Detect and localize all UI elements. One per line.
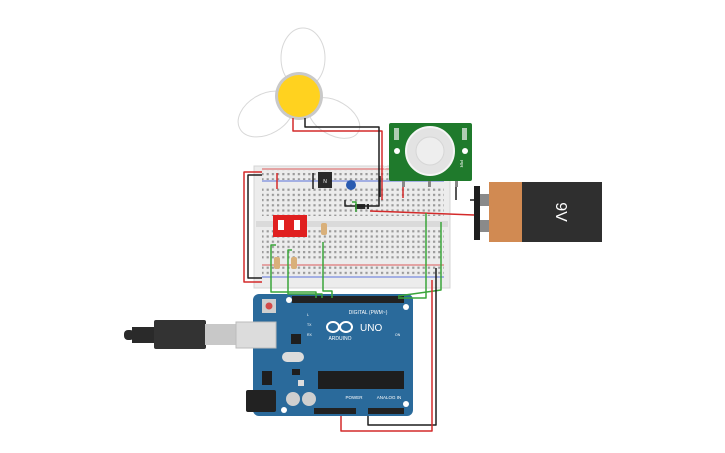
led-label-tx: TX [307,323,312,327]
pir-label-left: ANALOG [383,160,388,179]
usb-cable [124,330,134,340]
wire-red [369,210,475,216]
battery-terminal [480,220,490,232]
fan-motor[interactable] [230,27,367,147]
fan-hub [278,75,320,117]
battery-label: 9V [552,202,569,222]
atmega-chip [318,371,404,389]
digital-header-label: DIGITAL (PWM~) [349,310,388,316]
capacitor [302,392,316,406]
wire-green [398,213,427,299]
battery-9v[interactable]: 9V [474,182,602,242]
pir-sensor[interactable]: ANALOG PIR [383,123,472,187]
battery-terminal [480,194,490,206]
led-label-l: L [307,313,309,317]
power-jack [246,390,276,412]
wire-black [304,118,380,207]
arduino-logo-icon [326,321,353,333]
wire-red [340,280,433,432]
wire-red [292,118,383,200]
transistor-label: N [323,179,327,185]
analog-header [368,408,404,414]
usb-plug [154,320,206,349]
model-label: UNO [360,323,382,334]
wire-green [287,249,323,298]
led-label-rx: RX [307,333,313,337]
power-header [314,408,356,414]
wires [243,118,475,432]
arduino-uno[interactable]: DIGITAL (PWM~) UNO ARDUINO TX RX L ON PO… [124,294,413,416]
analog-header-label: ANALOG IN [377,395,402,400]
pir-label-right: PIR [459,160,464,168]
wire-green [397,222,442,297]
battery-body [522,182,602,242]
led-label-on: ON [395,333,401,337]
crystal [282,352,304,362]
battery-clip [474,186,480,240]
capacitor-blue [346,180,356,190]
resistor [274,223,327,269]
dip-switch[interactable] [273,215,307,237]
wire-green [270,244,317,298]
brand-label: ARDUINO [328,336,351,342]
battery-cap [489,182,523,242]
usb-port [235,321,277,349]
wire-red [243,171,262,283]
transistor: N [318,172,332,188]
power-header-label: POWER [345,395,363,400]
wire-black [247,174,262,279]
wire-green [352,201,357,212]
wire-green [322,242,333,298]
digital-header [292,296,404,303]
wire-black [367,268,437,426]
capacitor [286,392,300,406]
